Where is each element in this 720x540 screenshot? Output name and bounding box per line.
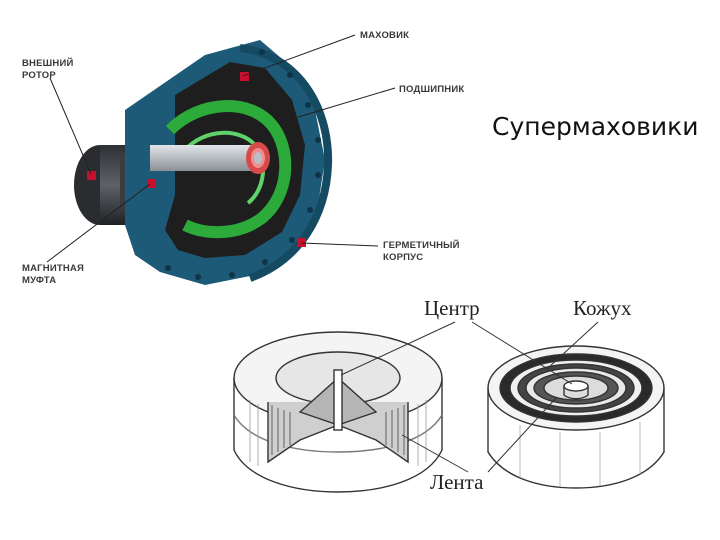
part-markers (87, 72, 306, 247)
sealed-case-label-line1: ГЕРМЕТИЧНЫЙ (383, 240, 460, 251)
casing-label: Кожух (573, 296, 632, 320)
cutaway-disk (233, 331, 443, 493)
magnetic-coupling-label: МАГНИТНАЯ МУФТА (22, 263, 84, 287)
sealed-case-label: ГЕРМЕТИЧНЫЙ КОРПУС (383, 240, 460, 264)
leader-lines (46, 34, 396, 263)
center-label: Центр (424, 296, 480, 320)
outer-rotor-label-line2: РОТОР (22, 70, 56, 81)
magnetic-coupling-label-line2: МУФТА (22, 275, 57, 286)
flywheel-label: МАХОВИК (360, 30, 410, 41)
tape-label: Лента (430, 470, 484, 494)
sealed-case-label-line2: КОРПУС (383, 252, 424, 263)
bottom-leader-lines (340, 321, 599, 473)
bearing-ring (165, 100, 292, 239)
shaft (150, 142, 270, 174)
cased-disk (487, 345, 665, 489)
bearing-label: ПОДШИПНИК (399, 84, 465, 95)
slide-title: Супермаховики (492, 112, 699, 141)
outer-rotor-label: ВНЕШНИЙ РОТОР (22, 58, 74, 82)
magnetic-coupling-label-line1: МАГНИТНАЯ (22, 263, 85, 274)
outer-rotor-label-line1: ВНЕШНИЙ (22, 58, 74, 69)
